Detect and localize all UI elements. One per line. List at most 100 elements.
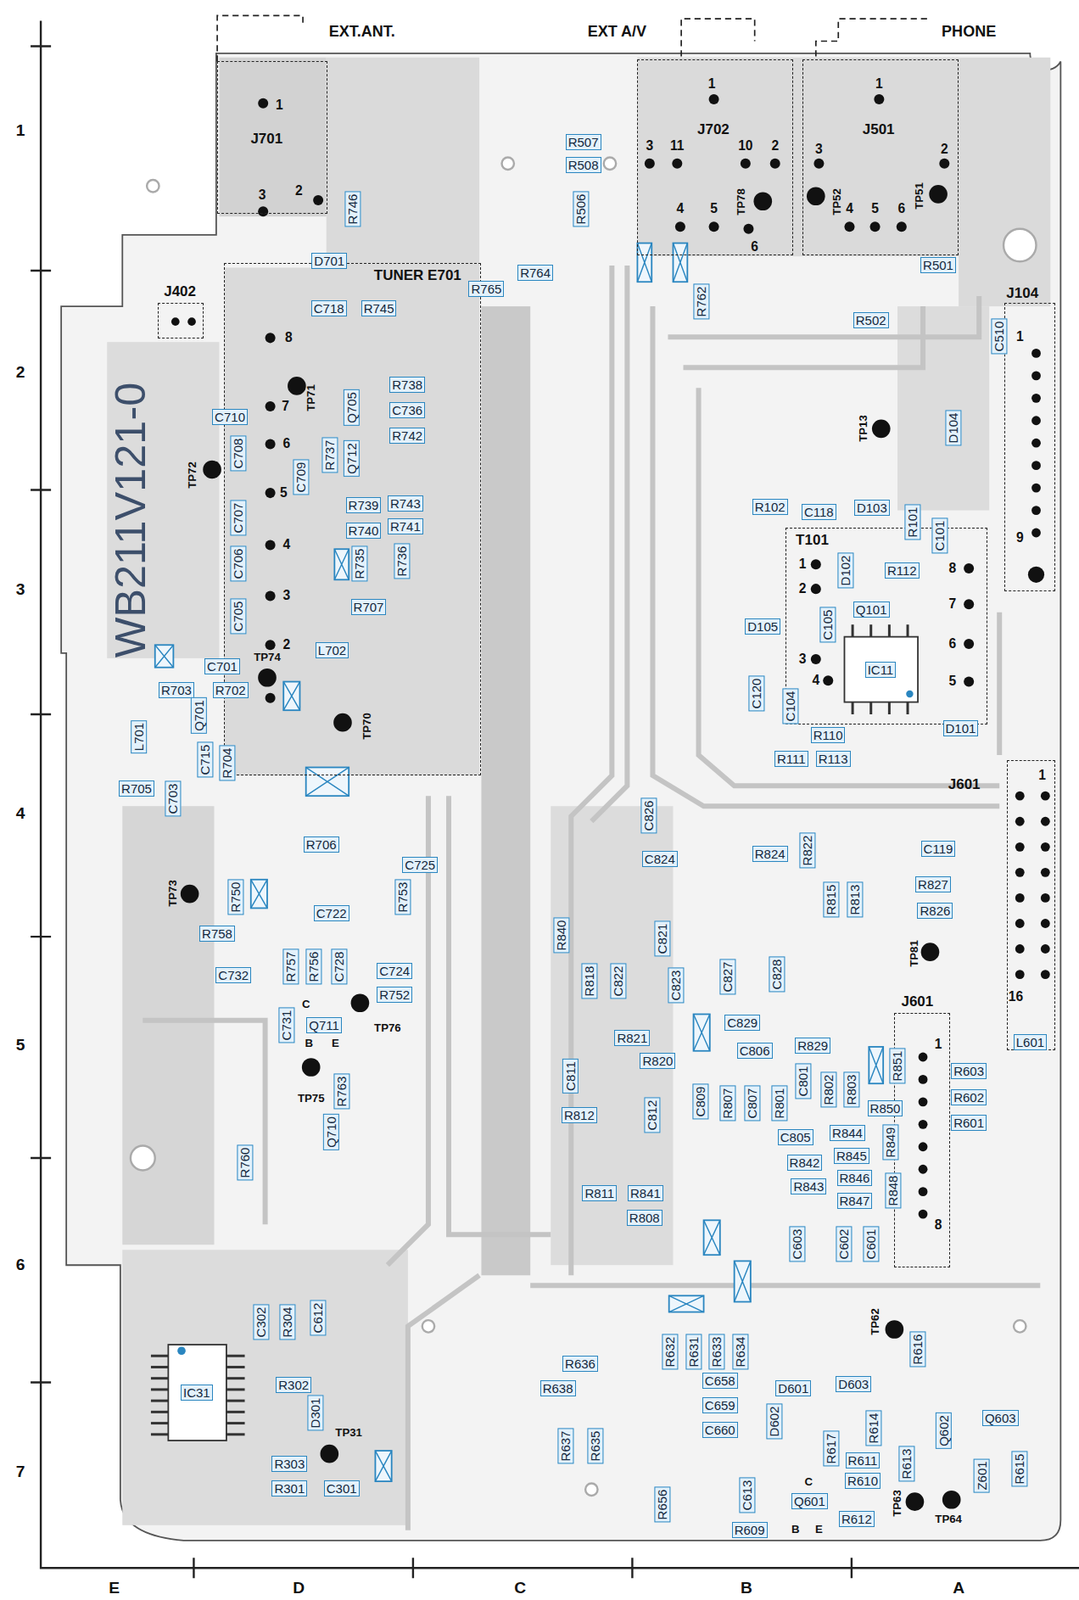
mounting-hole bbox=[603, 157, 616, 170]
part-ref: L601 bbox=[1016, 1034, 1045, 1050]
jumper-symbol bbox=[637, 243, 652, 283]
part-ref: R613 bbox=[899, 1447, 914, 1479]
part-ref: C659 bbox=[704, 1397, 736, 1413]
pin-pad bbox=[870, 221, 881, 232]
jumper-symbol bbox=[672, 243, 688, 283]
ic-pin bbox=[226, 1399, 246, 1403]
part-ref: C722 bbox=[316, 905, 347, 921]
jumper-symbol bbox=[306, 767, 349, 797]
jumper-symbol bbox=[155, 644, 174, 667]
jumper-symbol bbox=[669, 1295, 705, 1312]
component-label: R746 bbox=[344, 191, 361, 228]
component-label: R501 bbox=[920, 257, 957, 274]
ic-pin bbox=[226, 1376, 246, 1380]
part-ref: C603 bbox=[790, 1229, 806, 1260]
component-label: R634 bbox=[732, 1333, 749, 1370]
component-label: C709 bbox=[293, 458, 310, 495]
component-label: C807 bbox=[744, 1085, 761, 1122]
component-label: D101 bbox=[943, 720, 979, 737]
test-point-name: TP64 bbox=[934, 1514, 962, 1526]
component-label: R702 bbox=[212, 682, 249, 699]
part-ref: C510 bbox=[991, 320, 1007, 352]
pin-number: 1 bbox=[799, 557, 807, 571]
connector-outline: J601 bbox=[1006, 760, 1057, 1052]
pin-pad bbox=[1040, 816, 1051, 827]
part-ref: R849 bbox=[883, 1127, 898, 1158]
component-label: C119 bbox=[921, 840, 957, 857]
part-ref: Q711 bbox=[308, 1017, 340, 1033]
pin-pad bbox=[896, 221, 907, 232]
pin-number: 6 bbox=[949, 637, 957, 651]
component-label: R763 bbox=[333, 1073, 350, 1109]
pin-pad bbox=[709, 94, 720, 105]
component-label: R736 bbox=[394, 543, 411, 580]
test-point-dot bbox=[257, 668, 277, 688]
pin-pad bbox=[918, 1164, 929, 1175]
test-point-dot bbox=[351, 993, 370, 1012]
pin-number: 8 bbox=[949, 561, 957, 576]
component-label: R815 bbox=[822, 881, 839, 917]
connector-outline bbox=[217, 15, 303, 62]
part-ref: C710 bbox=[214, 409, 246, 425]
part-ref: C828 bbox=[770, 958, 785, 990]
component-label: R633 bbox=[709, 1333, 726, 1370]
mounting-hole bbox=[1013, 1319, 1026, 1332]
component-label: R846 bbox=[837, 1169, 873, 1186]
part-ref: R703 bbox=[161, 682, 192, 698]
part-ref: D603 bbox=[838, 1376, 869, 1392]
jumper-symbol bbox=[734, 1260, 751, 1302]
component-label: C823 bbox=[668, 967, 685, 1003]
mounting-hole bbox=[130, 1146, 156, 1171]
part-ref: IC11 bbox=[867, 662, 895, 677]
component-label: R745 bbox=[361, 300, 397, 317]
copper-trace bbox=[591, 265, 627, 822]
component-label: R764 bbox=[517, 264, 554, 281]
copper-fill bbox=[480, 306, 531, 1275]
component-label: C725 bbox=[402, 856, 438, 873]
component-label: C707 bbox=[229, 499, 246, 536]
grid-reference: C bbox=[514, 1579, 526, 1596]
component-label: C120 bbox=[749, 676, 766, 712]
component-label: C706 bbox=[229, 545, 246, 582]
part-ref: C601 bbox=[863, 1229, 878, 1260]
component-label: R635 bbox=[587, 1428, 604, 1465]
component-label: Q603 bbox=[982, 1409, 1019, 1426]
pin-number: 2 bbox=[282, 637, 291, 652]
component-label: R601 bbox=[950, 1114, 987, 1131]
component-label: R101 bbox=[904, 504, 921, 541]
component-label: R703 bbox=[158, 682, 195, 699]
pin-number: 2 bbox=[771, 139, 779, 153]
component-label: R613 bbox=[898, 1445, 915, 1482]
part-ref: C728 bbox=[332, 951, 347, 983]
component-label: Q701 bbox=[190, 698, 207, 735]
part-ref: R811 bbox=[584, 1185, 615, 1201]
test-point-dot bbox=[301, 1057, 321, 1077]
test-point-name: TP63 bbox=[891, 1489, 903, 1517]
pin-pad bbox=[918, 1096, 929, 1107]
component-label: D105 bbox=[744, 618, 781, 635]
part-ref: R842 bbox=[789, 1155, 821, 1170]
part-ref: R603 bbox=[953, 1063, 984, 1079]
mounting-hole bbox=[502, 157, 515, 170]
pin-pad bbox=[770, 158, 781, 169]
pin-pad bbox=[257, 98, 269, 109]
component-label: D103 bbox=[854, 499, 890, 516]
connector-outline: J104C510 bbox=[1004, 302, 1056, 592]
part-ref: R632 bbox=[662, 1336, 677, 1367]
part-ref: C703 bbox=[166, 782, 181, 814]
pin-pad bbox=[709, 221, 720, 232]
component-label: L701 bbox=[130, 719, 147, 753]
part-ref: R631 bbox=[686, 1336, 701, 1367]
part-ref: R824 bbox=[754, 846, 786, 861]
component-label: R631 bbox=[685, 1333, 702, 1370]
pin-number: 1 bbox=[708, 77, 716, 91]
copper-fill bbox=[106, 341, 219, 659]
jumper-symbol bbox=[704, 1219, 721, 1255]
jumper-symbol bbox=[672, 243, 688, 283]
pin-pad bbox=[1031, 505, 1041, 515]
part-ref: R506 bbox=[574, 194, 589, 225]
part-ref: R602 bbox=[953, 1090, 984, 1105]
part-ref: R611 bbox=[848, 1453, 878, 1468]
part-ref: D104 bbox=[946, 413, 962, 444]
component-label: C809 bbox=[692, 1084, 709, 1120]
